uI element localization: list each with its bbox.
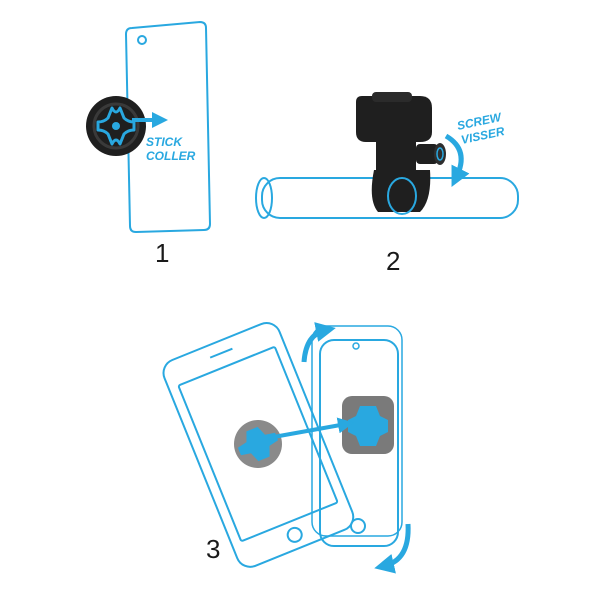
step-2-number: 2	[386, 246, 400, 276]
step-3-number: 3	[206, 534, 220, 564]
upright-phone-icon	[311, 325, 403, 547]
adhesive-mount-icon	[86, 96, 146, 156]
twist-lock-arrows-icon	[301, 322, 411, 574]
step-1-label-coller: COLLER	[146, 149, 196, 163]
step-3: 3	[162, 322, 411, 574]
step-1: STICK COLLER 1	[86, 20, 212, 268]
step-2: SCREW VISSER 2	[255, 92, 519, 276]
rotate-arrow-icon	[444, 133, 470, 187]
tilted-phone-icon	[162, 322, 355, 568]
step-1-number: 1	[155, 238, 169, 268]
clamp-mount-icon	[356, 92, 446, 215]
step-1-label-stick: STICK	[146, 135, 183, 149]
phone-outline-icon	[124, 20, 212, 234]
attach-arrow-icon	[267, 417, 354, 440]
